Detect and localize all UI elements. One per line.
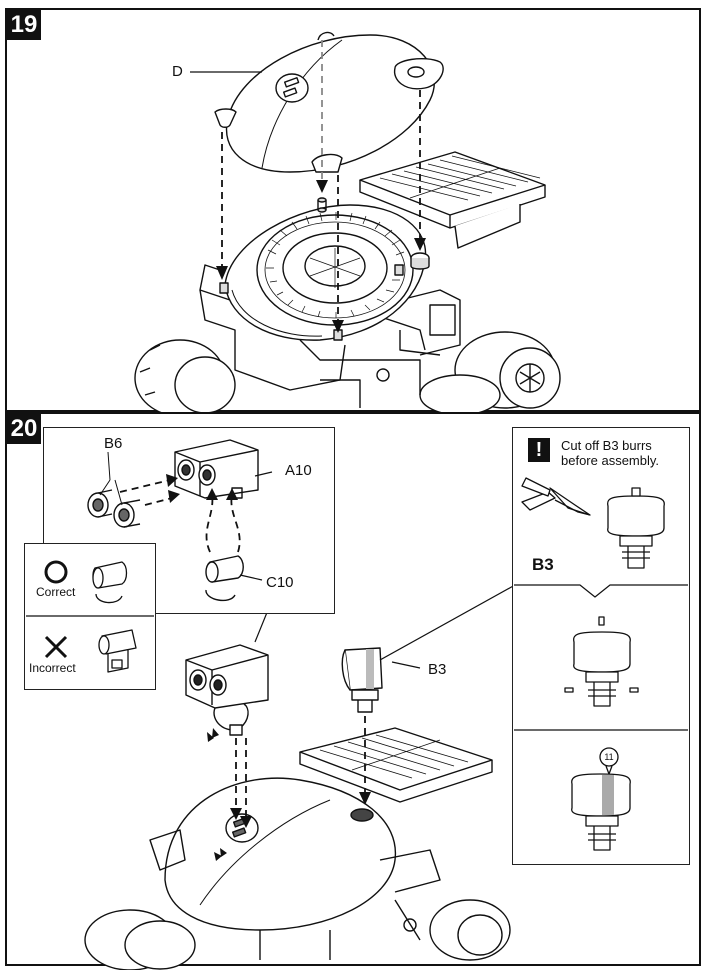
step-19-panel bbox=[5, 8, 701, 412]
step-20-number: 20 bbox=[7, 414, 41, 444]
part-label-b3-main: B3 bbox=[428, 661, 447, 678]
correct-label: Correct bbox=[36, 585, 76, 599]
step-marker-number: 11 bbox=[604, 752, 614, 762]
part-label-a10: A10 bbox=[285, 462, 312, 479]
part-label-c10: C10 bbox=[266, 574, 294, 591]
part-label-d: D bbox=[172, 63, 183, 80]
note-line-1: Cut off B3 burrs bbox=[561, 438, 652, 453]
warning-exclamation: ! bbox=[535, 439, 543, 461]
note-line-2: before assembly. bbox=[561, 453, 660, 468]
incorrect-label: Incorrect bbox=[29, 661, 76, 675]
b3-note-box bbox=[512, 427, 690, 865]
note-part-b3: B3 bbox=[532, 555, 554, 574]
step-19-number: 19 bbox=[7, 10, 41, 40]
part-label-b6: B6 bbox=[104, 435, 123, 452]
